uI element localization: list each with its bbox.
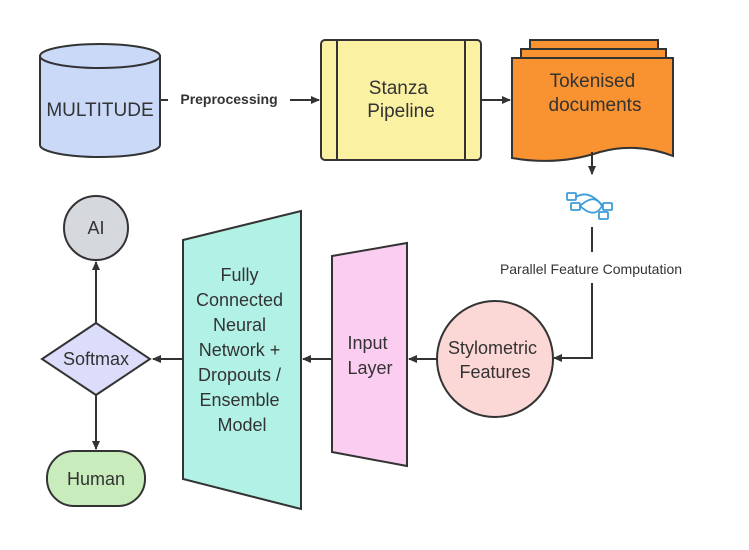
multitude-cylinder-shape <box>39 55 161 158</box>
multitude-cylinder-top <box>39 43 161 69</box>
fcnn-label: Fully Connected Neural Network + Dropout… <box>196 265 288 435</box>
fcnn-shape <box>182 209 302 511</box>
input-layer-shape <box>331 241 408 468</box>
human-output-node: Human <box>46 450 146 507</box>
human-label: Human <box>67 469 125 489</box>
input-layer-label: Input Layer <box>347 333 392 378</box>
parallel-feature-edge: Parallel Feature Computation <box>500 227 682 362</box>
stylometric-circle <box>436 300 554 418</box>
softmax-label: Softmax <box>63 349 129 369</box>
softmax-node: Softmax <box>40 321 152 397</box>
ai-output-node: AI <box>63 195 129 261</box>
parallel-computation-icon <box>566 192 613 220</box>
stylometric-label: Stylometric Features <box>448 338 542 382</box>
multitude-label: MULTITUDE <box>46 100 153 121</box>
multitude-database-node: MULTITUDE <box>39 43 161 158</box>
stanza-pipeline-label: Stanza Pipeline <box>367 78 435 122</box>
tokenised-documents-node: Tokenised documents <box>511 39 674 162</box>
tokenised-documents-label: Tokenised documents <box>549 71 642 116</box>
stylometric-features-node: Stylometric Features <box>436 300 554 418</box>
stanza-pipeline-box <box>320 39 482 161</box>
parallel-feature-label: Parallel Feature Computation <box>500 261 682 277</box>
input-layer-node: Input Layer <box>331 241 408 468</box>
human-pill <box>46 450 146 507</box>
ai-circle <box>63 195 129 261</box>
fcnn-node: Fully Connected Neural Network + Dropout… <box>182 209 302 511</box>
preprocessing-edge: Preprocessing <box>160 91 320 107</box>
tokenised-doc-front <box>511 57 674 162</box>
preprocessing-label: Preprocessing <box>180 91 277 107</box>
ai-label: AI <box>87 218 104 238</box>
stanza-pipeline-node: Stanza Pipeline <box>320 39 482 161</box>
